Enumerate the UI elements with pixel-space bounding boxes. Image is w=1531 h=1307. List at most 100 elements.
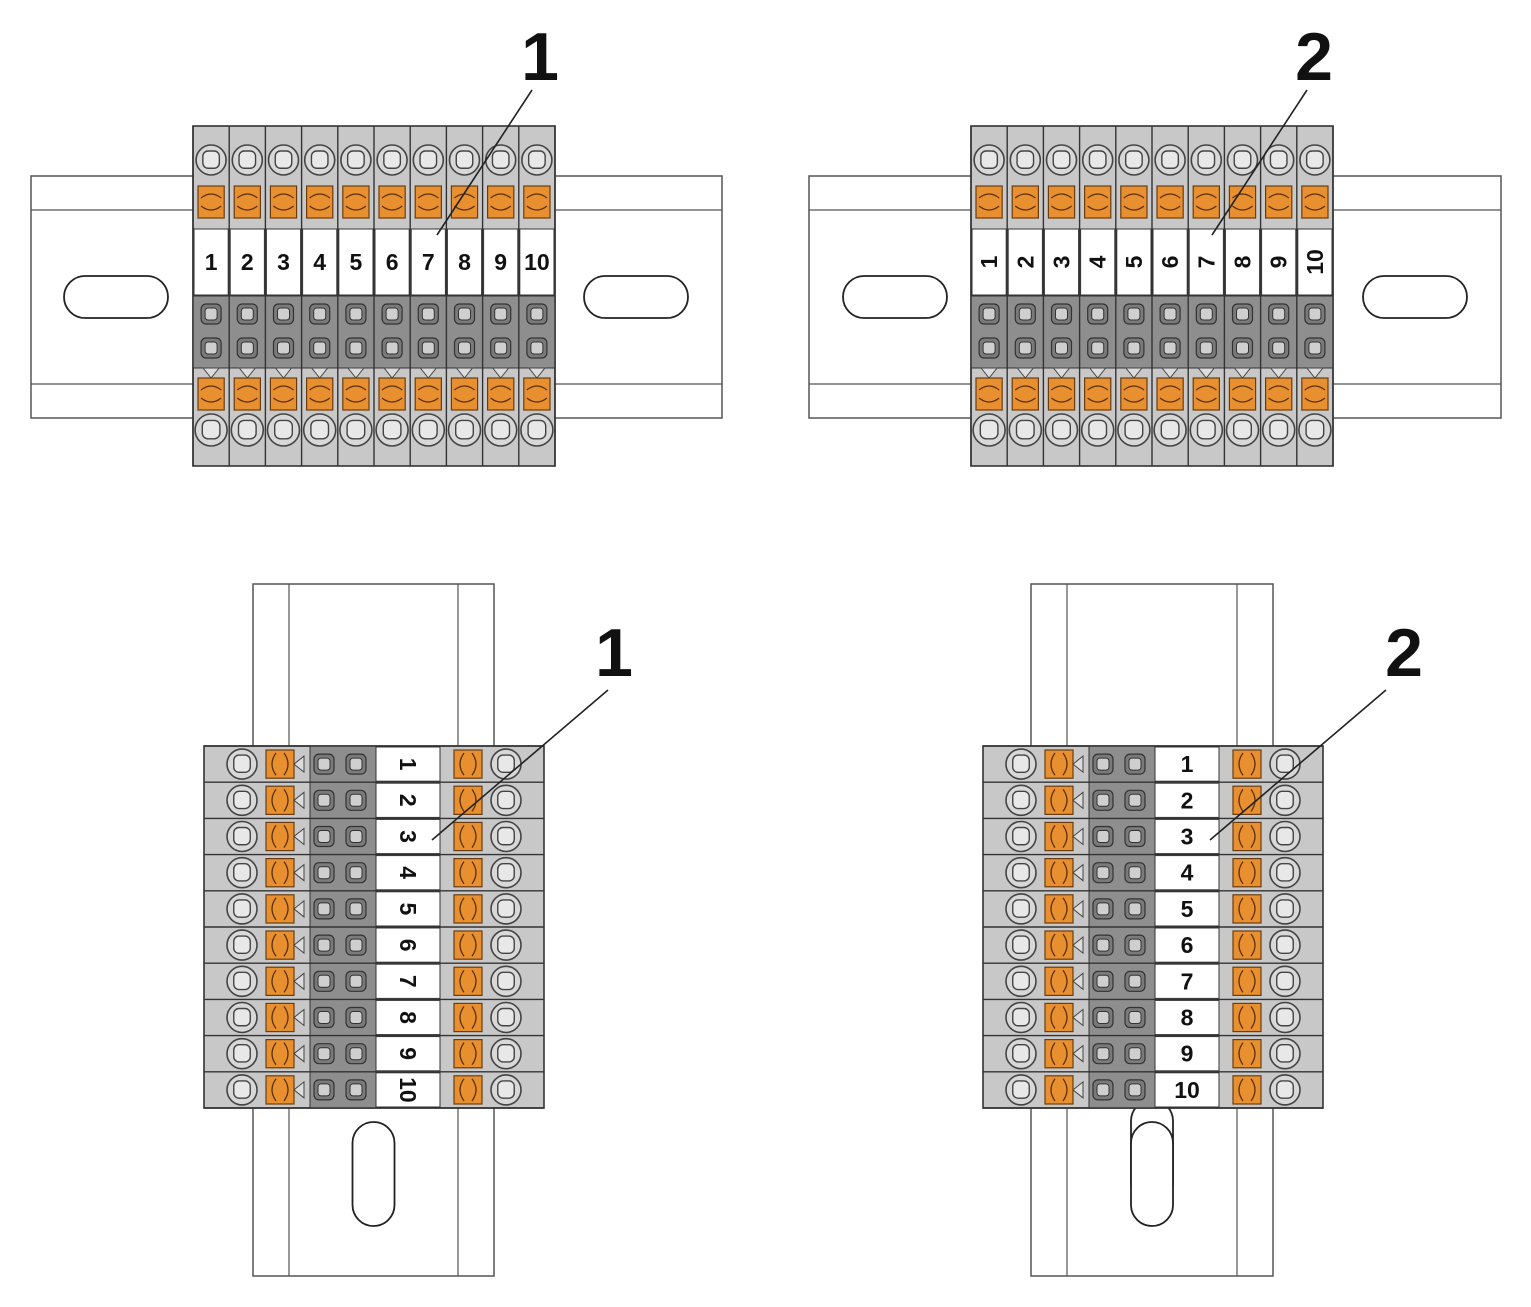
- push-button-actuator: [1232, 930, 1262, 960]
- test-socket-inner: [317, 866, 331, 880]
- push-button-actuator: [1301, 185, 1329, 219]
- actuator-groove: [345, 193, 367, 211]
- test-socket-inner: [1199, 307, 1213, 321]
- terminal-module: 9: [983, 1034, 1323, 1072]
- marker-tag: [1080, 228, 1116, 296]
- release-notch: [274, 367, 293, 379]
- marker-number: 7: [1193, 256, 1219, 269]
- actuator-groove: [1238, 861, 1256, 885]
- marker-tag: [1261, 228, 1297, 296]
- test-socket-inner: [349, 793, 363, 807]
- test-socket-inner: [1128, 1047, 1142, 1061]
- release-notch: [346, 367, 365, 379]
- terminal-module: 1: [983, 745, 1323, 782]
- terminal-module: 7: [983, 962, 1323, 999]
- release-notch: [293, 827, 305, 846]
- terminal-module: 2: [204, 781, 544, 818]
- actuator-groove: [272, 193, 295, 211]
- marker-number: 9: [395, 1047, 421, 1060]
- conductor-entry-inner: [1012, 1007, 1030, 1027]
- actuator-groove: [1304, 193, 1326, 211]
- actuator-groove: [1087, 385, 1109, 403]
- conductor-entry-inner: [233, 1080, 251, 1099]
- marker-tag: [375, 1072, 441, 1108]
- marker-tag: [375, 891, 441, 927]
- terminal-module: 3: [204, 817, 544, 855]
- test-socket-inner: [1128, 938, 1142, 952]
- actuator-groove: [1238, 788, 1256, 812]
- terminal-module: 5: [337, 126, 374, 466]
- actuator-groove: [1050, 752, 1068, 776]
- push-button-actuator: [453, 1038, 483, 1069]
- conductor-entry-inner: [419, 150, 438, 169]
- marker-number: 1: [976, 255, 1002, 268]
- conductor-entry-inner: [1124, 150, 1143, 169]
- push-button-actuator: [1232, 1038, 1262, 1069]
- actuator-groove: [459, 825, 477, 848]
- marker-tag: [1152, 228, 1188, 296]
- actuator-groove: [271, 933, 289, 957]
- push-button-actuator: [453, 857, 483, 888]
- test-socket-inner: [1128, 1083, 1142, 1097]
- marker-number: 4: [1085, 255, 1111, 268]
- terminal-module: 9: [1259, 126, 1297, 466]
- conductor-entry-inner: [1012, 826, 1030, 846]
- terminal-module: 6: [204, 926, 544, 963]
- terminal-module: 1: [204, 745, 544, 782]
- conductor-entry-inner: [310, 419, 330, 440]
- push-button-actuator: [265, 1075, 295, 1105]
- actuator-groove: [381, 385, 403, 403]
- conductor-entry-inner: [233, 935, 251, 955]
- marker-tag: [1154, 1036, 1220, 1072]
- push-button-actuator: [269, 185, 298, 219]
- actuator-groove: [271, 1078, 289, 1102]
- test-socket-inner: [385, 307, 399, 321]
- push-button-actuator: [265, 1002, 295, 1033]
- test-socket-inner: [1128, 830, 1142, 843]
- marker-tag: [1154, 855, 1220, 891]
- actuator-groove: [1238, 752, 1256, 776]
- push-button-actuator: [265, 857, 295, 888]
- test-socket-inner: [349, 902, 363, 916]
- actuator-groove: [1159, 385, 1181, 403]
- terminal-module: 1: [192, 126, 229, 466]
- rail-slot-hole: [351, 1121, 396, 1227]
- test-socket-inner: [349, 1047, 363, 1061]
- actuator-groove: [978, 193, 1000, 211]
- marker-number: 9: [1266, 256, 1292, 269]
- actuator-groove: [1050, 1006, 1068, 1029]
- conductor-entry-inner: [527, 150, 546, 169]
- actuator-groove: [1123, 193, 1145, 211]
- push-button-actuator: [1264, 185, 1293, 219]
- conductor-entry-inner: [1276, 863, 1294, 882]
- terminal-module: 2: [983, 781, 1323, 818]
- actuator-groove: [271, 969, 289, 993]
- conductor-entry-inner: [383, 150, 402, 169]
- test-socket-inner: [421, 341, 435, 355]
- terminal-module: 6: [983, 926, 1323, 963]
- test-socket-inner: [349, 866, 363, 880]
- conductor-entry-inner: [527, 419, 547, 440]
- test-socket-inner: [1128, 866, 1142, 880]
- conductor-entry-inner: [1276, 1080, 1294, 1099]
- marker-number: 2: [395, 794, 421, 807]
- push-button-actuator: [1232, 749, 1262, 779]
- actuator-groove: [978, 385, 1000, 403]
- terminal-module: 6: [1151, 126, 1188, 466]
- actuator-groove: [459, 788, 477, 812]
- release-notch: [1072, 1080, 1084, 1099]
- marker-number: 9: [494, 249, 507, 275]
- marker-number: 9: [1181, 1041, 1194, 1067]
- rail-slot-hole: [583, 275, 689, 319]
- test-socket-inner: [1096, 830, 1110, 843]
- leader-line-top-left: [436, 89, 533, 236]
- marker-number: 5: [1121, 255, 1147, 268]
- actuator-groove: [1050, 897, 1068, 921]
- conductor-entry-inner: [1088, 150, 1107, 169]
- terminal-module: 4: [983, 853, 1323, 891]
- push-button-actuator: [1120, 185, 1148, 219]
- push-button-actuator: [1156, 185, 1184, 219]
- terminal-module: 4: [300, 126, 338, 466]
- marker-number: 1: [395, 758, 421, 771]
